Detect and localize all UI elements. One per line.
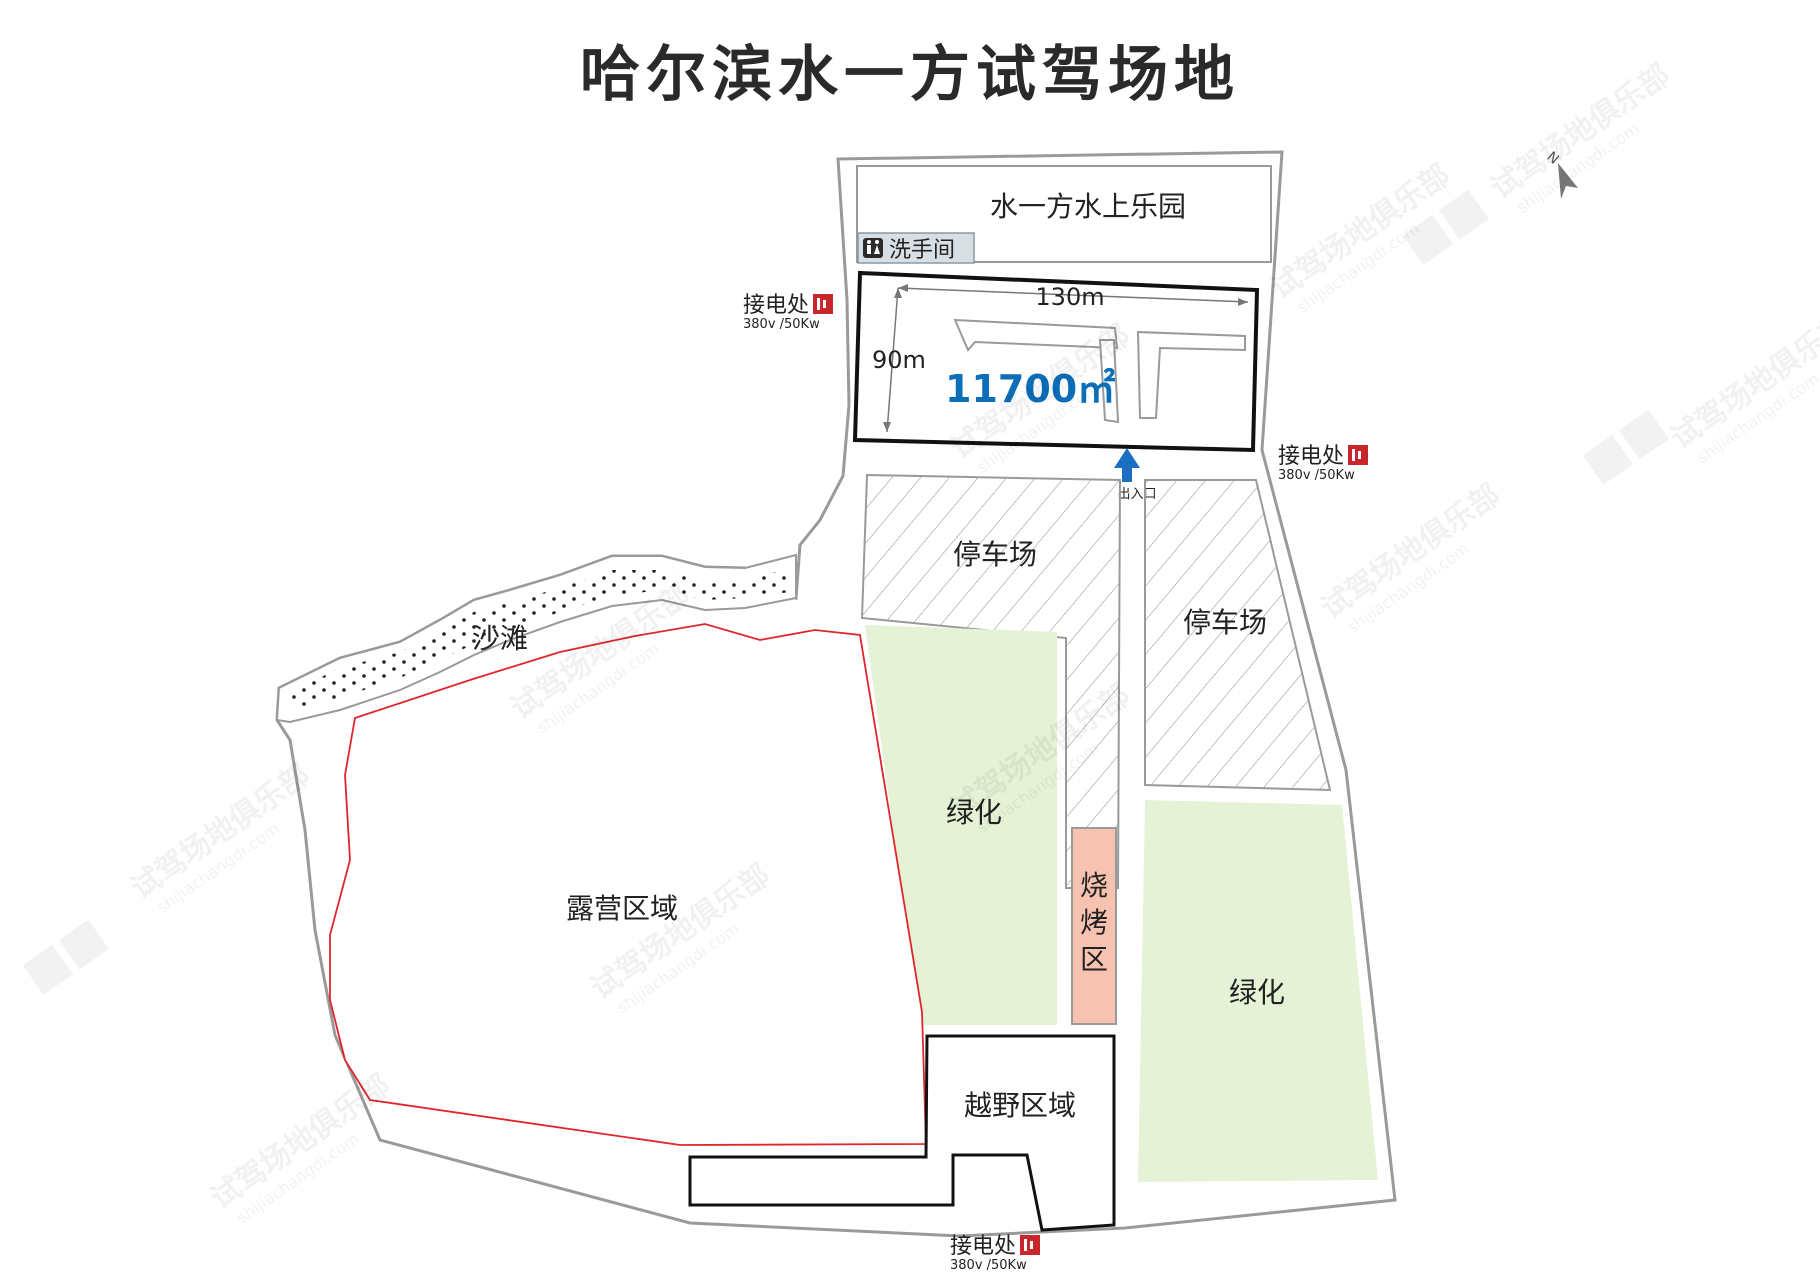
offroad-label: 越野区域 xyxy=(964,1089,1076,1122)
parking-right-area xyxy=(1144,479,1332,792)
test-track: 130m 90m 11700㎡ xyxy=(852,270,1260,453)
beach-dots xyxy=(290,568,790,710)
track-height-label: 90m xyxy=(872,346,926,374)
parking-left-area xyxy=(860,473,1122,889)
parking-left-label: 停车场 xyxy=(953,538,1037,571)
power-point-1: 接电处 380v /50Kw xyxy=(743,293,833,332)
offroad-area xyxy=(688,1034,1116,1232)
green-right-area xyxy=(1138,800,1378,1182)
power-point-label: 接电处 xyxy=(1278,444,1344,469)
power-point-3: 接电处 380v /50Kw xyxy=(950,1234,1040,1273)
green-left-area xyxy=(865,625,1057,1025)
power-point-2: 接电处 380v /50Kw xyxy=(1278,444,1368,483)
bbq-label-3: 区 xyxy=(1080,943,1108,976)
beach-label: 沙滩 xyxy=(472,622,528,655)
beach-area xyxy=(275,553,797,724)
green-left-label: 绿化 xyxy=(946,796,1002,829)
track-width-label: 130m xyxy=(1035,283,1104,311)
power-point-spec: 380v /50Kw xyxy=(743,317,820,332)
watermark-text: 试驾场地俱乐部 xyxy=(205,1067,397,1216)
watermark-text: 试驾场地俱乐部 xyxy=(1315,477,1507,626)
map-title: 哈尔滨水一方试驾场地 xyxy=(580,40,1240,110)
restroom-label: 洗手间 xyxy=(889,238,955,263)
track-area-label: 11700㎡ xyxy=(945,367,1115,411)
power-point-spec: 380v /50Kw xyxy=(950,1258,1027,1273)
water-park-label: 水一方水上乐园 xyxy=(990,190,1186,223)
power-point-label: 接电处 xyxy=(743,293,809,318)
power-point-spec: 380v /50Kw xyxy=(1278,468,1355,483)
bbq-area xyxy=(1071,827,1117,1025)
compass-arrow-icon xyxy=(1558,163,1578,199)
green-right-label: 绿化 xyxy=(1229,976,1285,1009)
bbq-label-1: 烧 xyxy=(1080,869,1108,902)
restroom-icon xyxy=(863,238,883,258)
bbq-label-2: 烤 xyxy=(1080,906,1108,939)
watermark-text: 试驾场地俱乐部 xyxy=(1485,57,1677,206)
watermark-text: 试驾场地俱乐部 xyxy=(125,757,317,906)
camping-label: 露营区域 xyxy=(566,892,678,925)
camping-area xyxy=(329,623,927,1146)
restroom: 洗手间 xyxy=(857,232,975,264)
power-point-label: 接电处 xyxy=(950,1234,1016,1259)
entrance-arrow-icon xyxy=(1114,448,1140,482)
parking-right-label: 停车场 xyxy=(1183,606,1267,639)
